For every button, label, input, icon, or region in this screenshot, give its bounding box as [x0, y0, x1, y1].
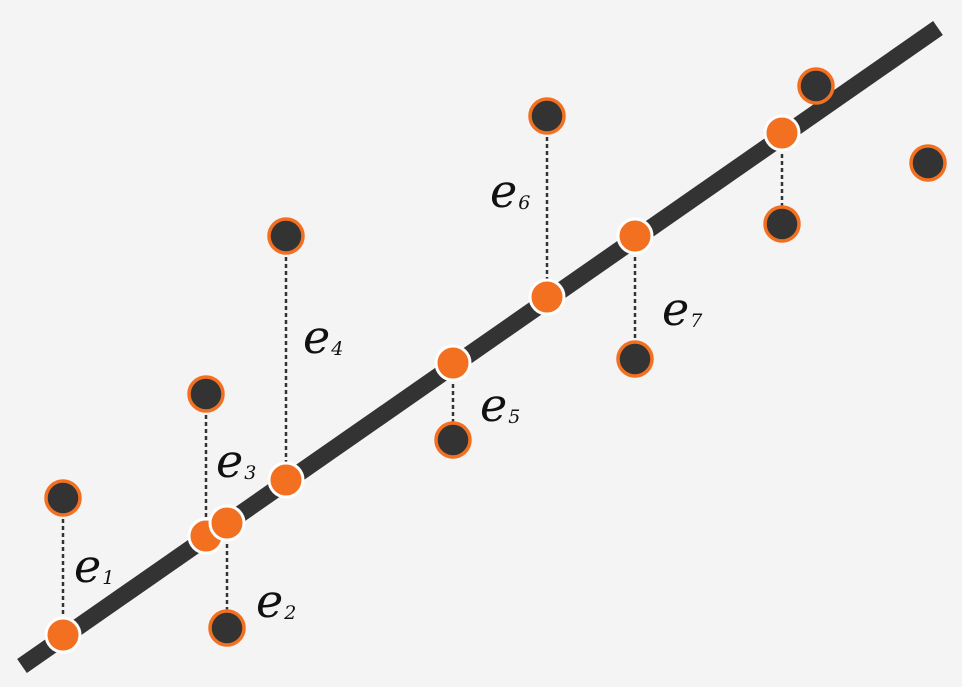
fitted-point [528, 278, 566, 316]
observed-points [44, 67, 947, 647]
residual-label-5: e5 [480, 378, 520, 432]
fitted-point [616, 217, 654, 255]
residual-labels: e1 e2 e3 e4 e5 e6 e7 [74, 164, 703, 628]
residual-label-6: e6 [490, 164, 530, 218]
fitted-point [763, 114, 801, 152]
observed-point [763, 205, 801, 243]
residual-label-2: e2 [256, 574, 296, 628]
fitted-point [434, 344, 472, 382]
observed-point [909, 144, 947, 182]
observed-point [187, 375, 225, 413]
fitted-point [267, 461, 305, 499]
observed-point [434, 421, 472, 459]
observed-point [44, 479, 82, 517]
fitted-point [44, 616, 82, 654]
fitted-points [44, 114, 801, 654]
residual-label-7: e7 [662, 282, 703, 336]
observed-point [208, 609, 246, 647]
observed-point [528, 97, 566, 135]
residual-label-4: e4 [303, 310, 343, 364]
residual-label-1: e1 [74, 539, 114, 593]
residual-label-3: e3 [216, 434, 256, 488]
observed-point [267, 217, 305, 255]
observed-point [797, 67, 835, 105]
fitted-point [208, 504, 246, 542]
observed-point [616, 340, 654, 378]
